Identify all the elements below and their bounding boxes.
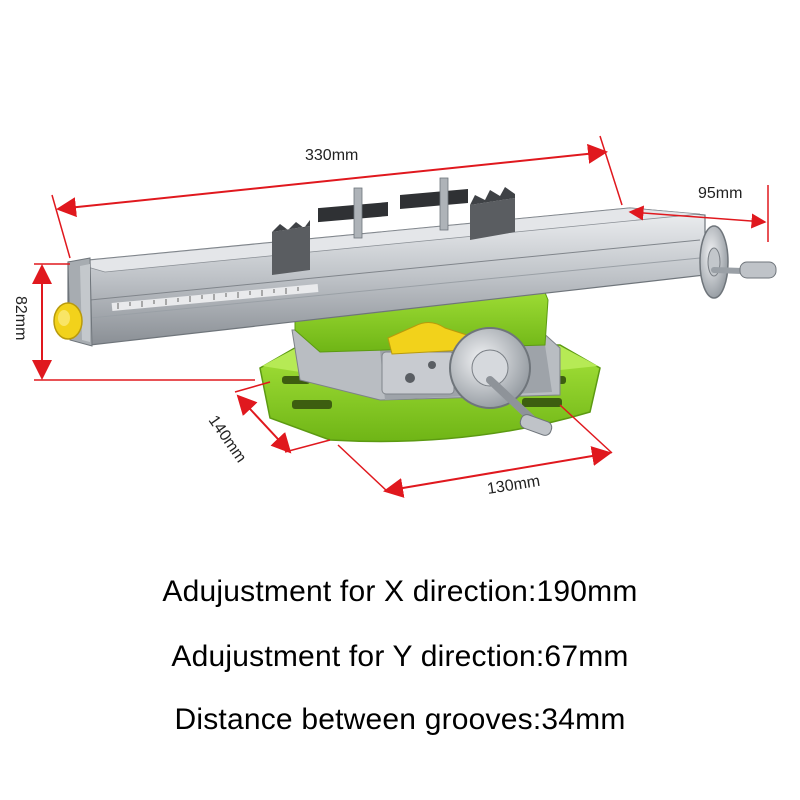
dimension-82: 82mm: [12, 263, 255, 381]
cross-slide-vise-photo: 330mm 95mm 82mm 140mm 130mm: [12, 135, 777, 498]
base-slot: [522, 398, 562, 407]
spec-groove-distance: Distance between grooves:34mm: [174, 703, 626, 736]
yellow-stop-knob: [53, 302, 83, 340]
spec-x-adjustment: Adujustment for X direction:190mm: [162, 575, 638, 608]
x-handwheel: [699, 225, 777, 299]
y-handwheel: [449, 327, 553, 436]
base-slot: [292, 400, 332, 409]
dimension-label-330: 330mm: [305, 147, 358, 164]
dimension-330: 330mm: [51, 135, 623, 259]
dimension-label-140: 140mm: [205, 413, 250, 466]
dimension-label-95: 95mm: [698, 185, 742, 202]
dimension-label-82: 82mm: [12, 296, 29, 340]
dimension-95: 95mm: [628, 185, 769, 242]
spec-y-adjustment: Adujustment for Y direction:67mm: [171, 640, 629, 673]
dimension-label-130: 130mm: [486, 473, 541, 498]
